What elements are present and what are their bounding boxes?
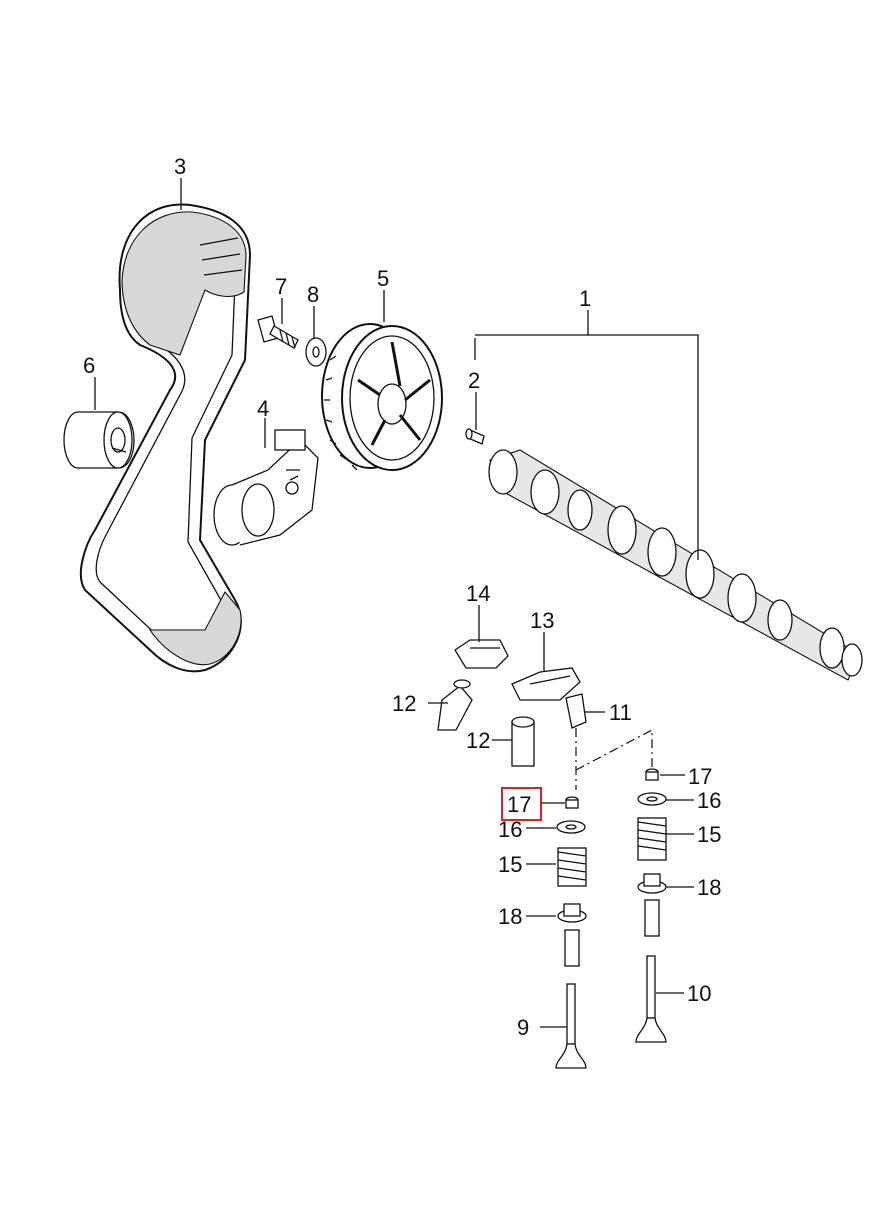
hydraulic-lifter-left xyxy=(437,679,473,731)
callout-16-left[interactable]: 16 xyxy=(498,817,522,842)
callout-7[interactable]: 7 xyxy=(275,274,287,299)
callout-6[interactable]: 6 xyxy=(83,353,95,378)
spring-seat-left xyxy=(556,820,586,834)
rocker-arm-intake xyxy=(511,667,581,701)
spring-seat-right xyxy=(637,792,667,806)
callout-3[interactable]: 3 xyxy=(174,154,186,179)
highlight-box xyxy=(501,787,542,821)
callout-15-left[interactable]: 15 xyxy=(498,852,522,877)
callout-5[interactable]: 5 xyxy=(377,266,389,291)
callout-8[interactable]: 8 xyxy=(307,282,319,307)
callout-labels: 1 2 3 4 5 6 7 8 9 10 11 12 12 13 14 15 1… xyxy=(83,154,721,1040)
callout-16-right[interactable]: 16 xyxy=(697,788,721,813)
rocker-arm-exhaust xyxy=(454,639,509,669)
valve-spring-left xyxy=(557,847,587,887)
callout-17-left[interactable]: 17 xyxy=(507,792,531,817)
callout-14[interactable]: 14 xyxy=(466,581,490,606)
tensioner-assembly xyxy=(213,429,319,546)
callout-13[interactable]: 13 xyxy=(530,608,554,633)
leader-lines xyxy=(94,178,699,1028)
retainer-left xyxy=(565,796,579,809)
hydraulic-lifter-right xyxy=(511,716,535,767)
valve-spring-right xyxy=(637,817,667,861)
camshaft-sprocket xyxy=(321,323,443,471)
idler-pulley xyxy=(63,411,135,469)
callout-17-right[interactable]: 17 xyxy=(688,764,712,789)
callout-11[interactable]: 11 xyxy=(609,700,632,725)
timing-belt xyxy=(79,203,252,673)
valve-intake xyxy=(555,983,587,1069)
callout-12-right[interactable]: 12 xyxy=(466,728,490,753)
retainer-right xyxy=(645,768,659,781)
rocker-support xyxy=(565,693,653,790)
valve-exhaust xyxy=(635,955,667,1043)
washer xyxy=(305,337,327,367)
camshaft xyxy=(488,449,863,681)
callout-18-right[interactable]: 18 xyxy=(697,875,721,900)
callout-4[interactable]: 4 xyxy=(257,396,269,421)
callout-12-left[interactable]: 12 xyxy=(392,691,416,716)
bolt xyxy=(257,315,299,349)
valve-guide-left xyxy=(564,929,580,967)
dowel-pin xyxy=(465,428,485,445)
callout-18-left[interactable]: 18 xyxy=(498,904,522,929)
callout-1[interactable]: 1 xyxy=(579,286,591,311)
callout-10[interactable]: 10 xyxy=(687,981,711,1006)
callout-2[interactable]: 2 xyxy=(468,368,480,393)
valve-seal-left xyxy=(557,903,587,923)
valve-seal-right xyxy=(637,873,667,894)
callout-15-right[interactable]: 15 xyxy=(697,822,721,847)
callout-9[interactable]: 9 xyxy=(517,1015,529,1040)
valve-guide-right xyxy=(644,899,660,937)
